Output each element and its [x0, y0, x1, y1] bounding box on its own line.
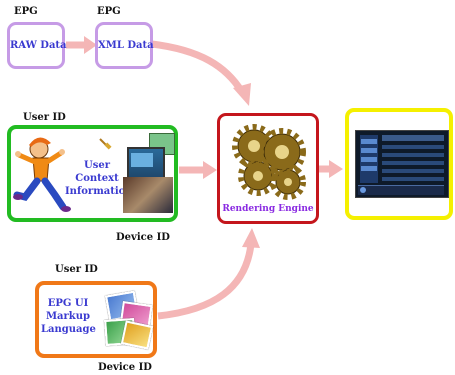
gears-icon [232, 124, 306, 200]
hammer-icon [99, 138, 112, 150]
rendering-engine-box: Rendering Engine [217, 113, 319, 224]
epg-screen-image [355, 130, 449, 198]
raw-data-box: RAW Data [7, 22, 67, 69]
device-id-label-top: Device ID [116, 232, 170, 243]
xml-data-box: XML Data [95, 22, 154, 69]
user-context-box: User Context Information [7, 125, 178, 222]
device-id-label-bottom: Device ID [98, 362, 152, 373]
arrow-markup-to-engine [157, 243, 255, 320]
user-id-label-bottom: User ID [55, 264, 98, 275]
user-id-label-top: User ID [23, 112, 66, 123]
user-context-text: User Context Information [65, 159, 133, 198]
rendering-engine-label: Rendering Engine [222, 204, 314, 214]
device-collage-image [123, 133, 175, 215]
xml-data-text: XML Data [98, 40, 154, 51]
markup-line-1: EPG UI [47, 298, 89, 309]
raw-data-text: RAW Data [10, 40, 67, 51]
arrow-xml-to-engine [151, 40, 245, 94]
photo-stack-image [103, 290, 154, 350]
markup-line-3: Language [41, 324, 96, 335]
markup-line-2: Markup [45, 311, 90, 322]
epg-label-xml: EPG [97, 6, 121, 17]
output-screen-box [345, 108, 453, 220]
dancing-person-icon [13, 137, 71, 212]
user-context-line-1: User [84, 160, 110, 171]
user-context-line-3: Information [65, 186, 133, 197]
user-context-line-2: Context [75, 173, 119, 184]
markup-language-text: EPG UI Markup Language [41, 297, 96, 336]
epg-label-raw: EPG [14, 6, 38, 17]
markup-language-box: EPG UI Markup Language [35, 281, 157, 358]
